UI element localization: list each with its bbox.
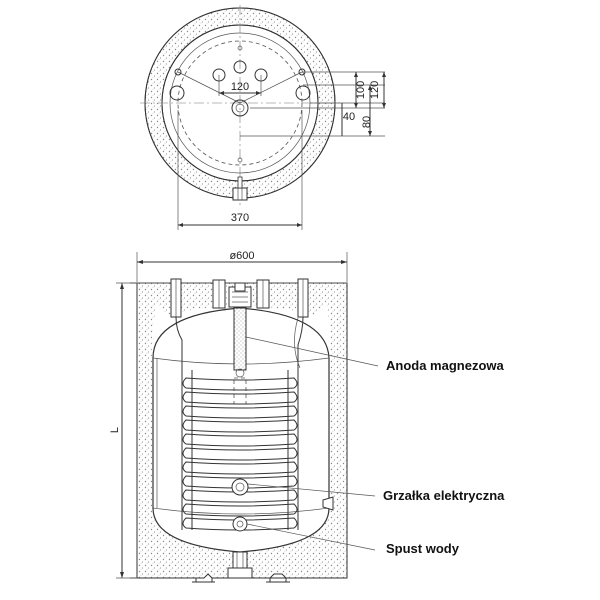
coil-turn (182, 475, 298, 489)
top-bottom-connector (232, 187, 248, 201)
side-insulation (137, 283, 347, 578)
foot-right (268, 573, 288, 583)
callout-anode: Anoda magnezowa (386, 358, 505, 373)
dim-height: L (109, 427, 121, 433)
dim-diameter: ø600 (229, 250, 254, 262)
top-connection-center (233, 60, 247, 74)
top-anode-port (231, 99, 249, 117)
coil-turn (182, 489, 298, 503)
dim-120-vertical: 120 (369, 81, 381, 99)
callout-drain: Spust wody (386, 541, 460, 556)
coil-turn (182, 391, 298, 405)
callout-heater: Grzałka elektryczna (383, 488, 505, 503)
leader-heater (247, 483, 376, 497)
coil-turn (182, 433, 298, 447)
dim-40: 40 (343, 111, 355, 123)
top-bolt-left (174, 68, 182, 76)
heater-port (231, 478, 249, 496)
leader-drain (246, 523, 376, 551)
heating-coil (175, 316, 304, 531)
leader-anode (245, 336, 379, 367)
drain-outlet (232, 551, 248, 571)
top-port-right (295, 85, 311, 101)
coil-turn (182, 447, 298, 461)
dim-80: 80 (361, 116, 373, 128)
dim-100: 100 (355, 81, 367, 99)
side-view: ø600 (109, 250, 348, 583)
coil-turn (182, 461, 298, 475)
coil-turn (182, 419, 298, 433)
top-port-left (169, 85, 185, 101)
top-view: 120 100 120 40 80 370 (140, 5, 386, 230)
callouts: Anoda magnezowa Grzałka elektryczna Spus… (245, 336, 505, 556)
dim-370: 370 (231, 212, 249, 224)
coil-turn (182, 405, 298, 419)
coil-turn (182, 503, 298, 517)
lower-port (232, 516, 248, 532)
coil-turn (182, 517, 298, 531)
dim-120-horizontal: 120 (231, 81, 249, 93)
anode-rod (233, 307, 247, 371)
coil-turn (182, 377, 298, 391)
